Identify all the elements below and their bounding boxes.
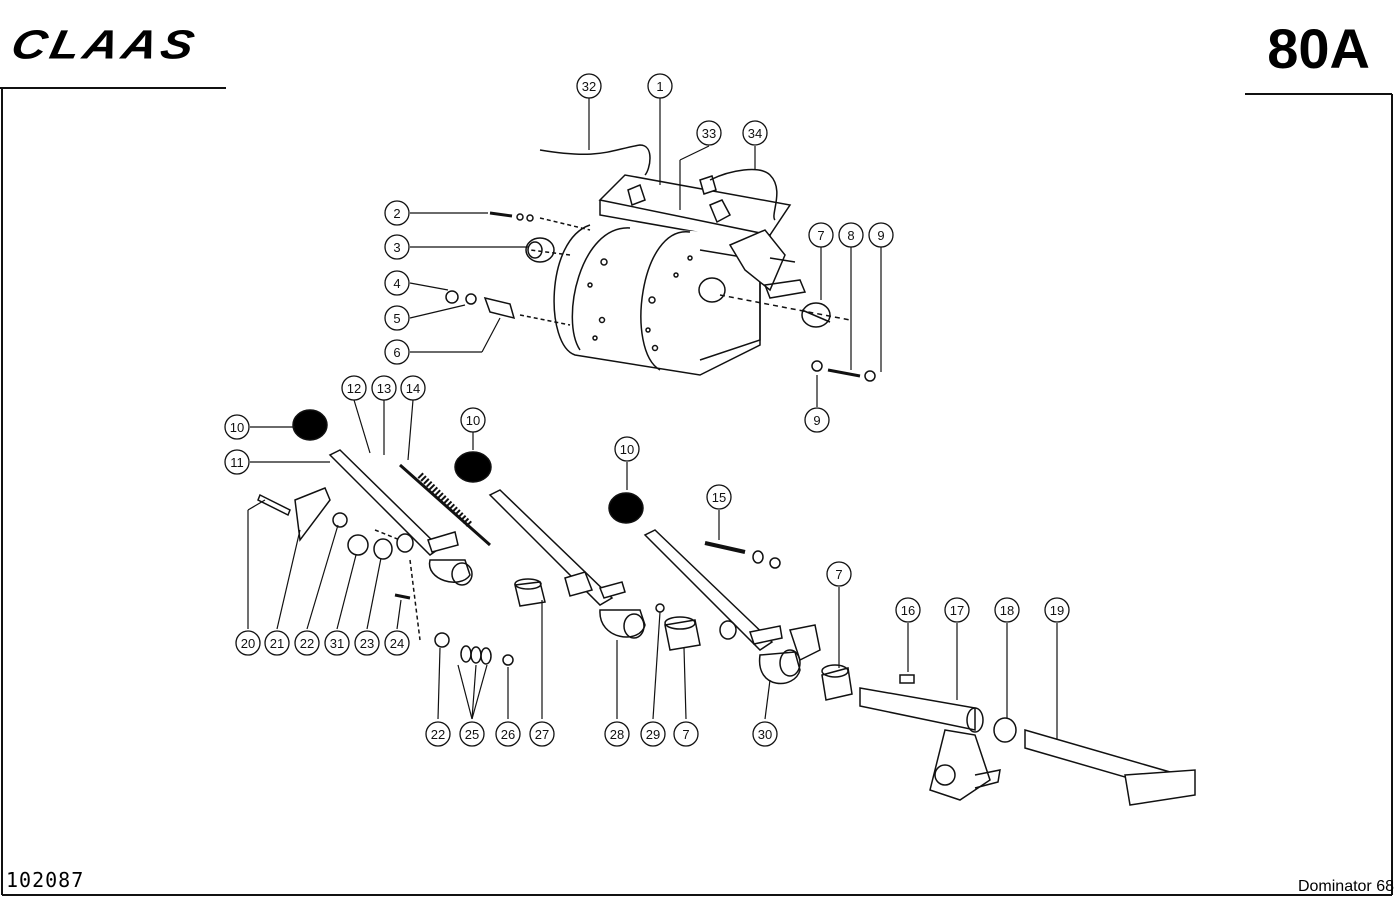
callout-label: 24: [390, 636, 404, 651]
callout-22: 22: [425, 721, 451, 747]
callout-16: 16: [895, 597, 921, 623]
callout-9: 9: [804, 407, 830, 433]
callout-29: 29: [640, 721, 666, 747]
callout-label: 25: [465, 727, 479, 742]
callout-30: 30: [752, 721, 778, 747]
callout-25: 25: [459, 721, 485, 747]
callout-17: 17: [944, 597, 970, 623]
callout-label: 30: [758, 727, 772, 742]
callout-8: 8: [838, 222, 864, 248]
callout-label: 14: [406, 381, 420, 396]
callout-label: 16: [901, 603, 915, 618]
callout-5: 5: [384, 305, 410, 331]
callout-label: 7: [835, 567, 842, 582]
callout-10: 10: [460, 407, 486, 433]
callout-34: 34: [742, 120, 768, 146]
gear-housing: [445, 144, 876, 382]
callout-label: 21: [270, 636, 284, 651]
callout-20: 20: [235, 630, 261, 656]
callout-label: 1: [656, 79, 663, 94]
callout-label: 10: [466, 413, 480, 428]
callout-label: 4: [393, 276, 400, 291]
callout-label: 3: [393, 240, 400, 255]
callout-label: 7: [682, 727, 689, 742]
callout-label: 34: [748, 126, 762, 141]
callout-18: 18: [994, 597, 1020, 623]
callout-leaders: [247, 98, 1058, 740]
callout-32: 32: [576, 73, 602, 99]
callout-3: 3: [384, 234, 410, 260]
callout-label: 22: [300, 636, 314, 651]
callout-label: 10: [620, 442, 634, 457]
callout-19: 19: [1044, 597, 1070, 623]
sheet-number: 80A: [1267, 17, 1370, 80]
callout-31: 31: [324, 630, 350, 656]
callout-label: 11: [230, 455, 244, 470]
callout-10: 10: [224, 414, 250, 440]
callout-2: 2: [384, 200, 410, 226]
callout-label: 12: [347, 381, 361, 396]
callout-label: 17: [950, 603, 964, 618]
callout-label: 27: [535, 727, 549, 742]
drawing-number: 102087: [6, 868, 85, 892]
callout-label: 7: [817, 228, 824, 243]
callout-label: 9: [813, 413, 820, 428]
callout-label: 10: [230, 420, 244, 435]
callout-13: 13: [371, 375, 397, 401]
lever-assembly: [257, 409, 1196, 806]
callout-26: 26: [495, 721, 521, 747]
callout-label: 8: [847, 228, 854, 243]
callout-24: 24: [384, 630, 410, 656]
callout-11: 11: [224, 449, 250, 475]
callout-1: 1: [647, 73, 673, 99]
callout-label: 32: [582, 79, 596, 94]
callout-label: 20: [241, 636, 255, 651]
callout-7: 7: [826, 561, 852, 587]
callout-label: 18: [1000, 603, 1014, 618]
callout-7: 7: [808, 222, 834, 248]
callout-label: 33: [702, 126, 716, 141]
callout-22: 22: [294, 630, 320, 656]
callout-label: 22: [431, 727, 445, 742]
callout-15: 15: [706, 484, 732, 510]
callout-12: 12: [341, 375, 367, 401]
callout-4: 4: [384, 270, 410, 296]
callout-7: 7: [673, 721, 699, 747]
callout-label: 2: [393, 206, 400, 221]
callout-label: 31: [330, 636, 344, 651]
callout-label: 9: [877, 228, 884, 243]
callout-label: 29: [646, 727, 660, 742]
callout-label: 26: [501, 727, 515, 742]
callout-9: 9: [868, 222, 894, 248]
callout-label: 28: [610, 727, 624, 742]
callout-label: 23: [360, 636, 374, 651]
callout-23: 23: [354, 630, 380, 656]
callout-label: 13: [377, 381, 391, 396]
callout-27: 27: [529, 721, 555, 747]
callout-21: 21: [264, 630, 290, 656]
callout-6: 6: [384, 339, 410, 365]
callout-33: 33: [696, 120, 722, 146]
callout-label: 19: [1050, 603, 1064, 618]
model-name: Dominator 68: [1297, 878, 1394, 895]
callout-label: 6: [393, 345, 400, 360]
callout-10: 10: [614, 436, 640, 462]
callout-14: 14: [400, 375, 426, 401]
callout-28: 28: [604, 721, 630, 747]
callout-label: 5: [393, 311, 400, 326]
callout-label: 15: [712, 490, 726, 505]
